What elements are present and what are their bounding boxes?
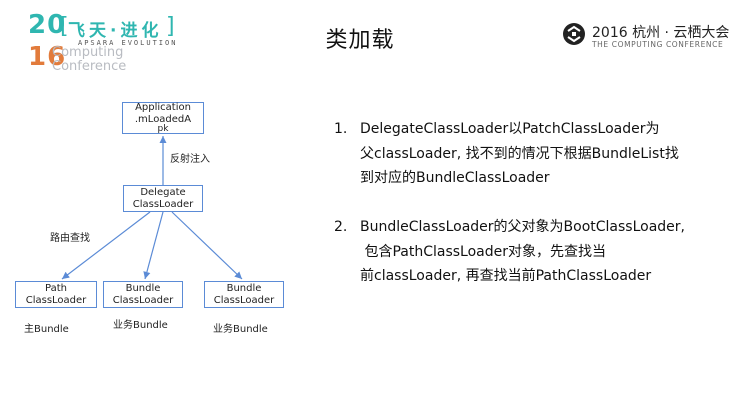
node-bundle-classloader-2: Bundle ClassLoader [204, 281, 284, 308]
node-delegate-line2: ClassLoader [132, 198, 194, 210]
point-item-1: 1. DelegateClassLoader以PatchClassLoader为… [334, 117, 694, 191]
point-item-2: 2. BundleClassLoader的父对象为BootClassLoader… [334, 215, 694, 289]
logo-sub-line2: Conference [52, 59, 127, 74]
conference-subtitle: THE COMPUTING CONFERENCE [592, 40, 724, 49]
logo-sub-line1: Computing [52, 45, 124, 60]
label-business-bundle-2: 业务Bundle [213, 324, 268, 335]
logo-bracket-right: ] [166, 14, 175, 39]
logo-year-top: 20 [28, 10, 67, 40]
node-application-line2: .mLoadedA [134, 114, 192, 125]
logo-en-title: APSARA EVOLUTION [78, 39, 178, 47]
node-bundle2-line1: Bundle [226, 282, 262, 294]
node-delegate-line1: Delegate [140, 186, 186, 198]
arrow-to-bundle2 [171, 211, 243, 280]
node-bundle-classloader-1: Bundle ClassLoader [103, 281, 183, 308]
point-2-line1: BundleClassLoader的父对象为BootClassLoader, [360, 219, 685, 235]
node-path-classloader: Path ClassLoader [15, 281, 97, 308]
point-1-line2: 父classLoader, 找不到的情况下根据BundleList找 [360, 145, 679, 162]
logo-year-bottom: 16 [28, 42, 67, 72]
conference-globe-icon [562, 22, 586, 50]
label-business-bundle-1: 业务Bundle [113, 320, 168, 331]
arrow-to-bundle1 [143, 211, 164, 280]
logo-bracket-left: [ [60, 14, 69, 39]
node-bundle1-line1: Bundle [125, 282, 161, 294]
label-reflect: 反射注入 [170, 154, 210, 165]
conference-title: 2016 杭州 · 云栖大会 [592, 25, 729, 41]
point-1-number: 1. [334, 121, 348, 137]
node-bundle2-line2: ClassLoader [213, 294, 275, 306]
logo-cn-title: 飞天·进化 [68, 21, 163, 41]
node-application: Application .mLoadedA pk [122, 102, 204, 134]
label-routing: 路由查找 [50, 233, 90, 244]
node-delegate: Delegate ClassLoader [123, 185, 203, 212]
node-path-line1: Path [45, 282, 67, 294]
page-title: 类加载 [325, 28, 395, 53]
point-1-line1: DelegateClassLoader以PatchClassLoader为 [360, 121, 660, 137]
node-application-line3: pk [157, 124, 169, 134]
label-main-bundle: 主Bundle [24, 324, 69, 335]
point-2-number: 2. [334, 219, 348, 235]
point-1-line3: 到对应的BundleClassLoader [360, 170, 550, 186]
point-2-line2: 包含PathClassLoader对象，先查找当 [360, 243, 606, 260]
node-application-line1: Application [135, 102, 191, 113]
node-path-line2: ClassLoader [25, 294, 87, 306]
node-bundle1-line2: ClassLoader [112, 294, 174, 306]
point-2-line3: 前classLoader, 再查找当前PathClassLoader [360, 268, 652, 284]
arrow-to-path [61, 211, 151, 280]
